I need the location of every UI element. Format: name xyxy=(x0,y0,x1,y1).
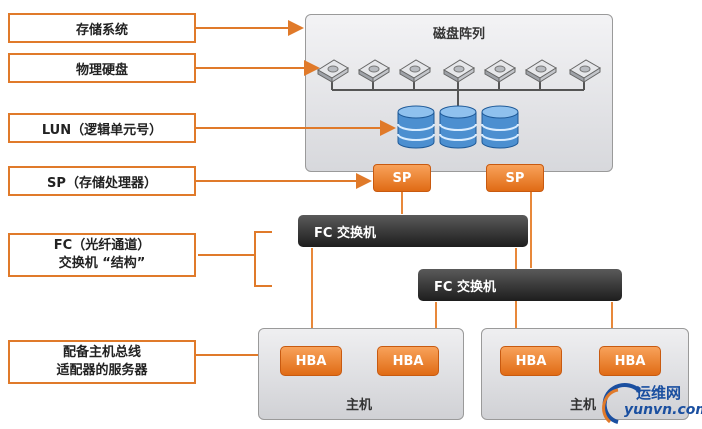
watermark-url: yunvn.com xyxy=(624,402,702,418)
label-text: 配备主机总线 xyxy=(62,345,141,360)
label-sp: SP（存储处理器） xyxy=(8,166,196,196)
label-fc-fabric: FC（光纤通道） 交换机 “结构” xyxy=(8,233,196,277)
fc-switch: FC 交换机 xyxy=(298,215,528,247)
hard-disk-icon xyxy=(484,59,516,83)
label-text: 适配器的服务器 xyxy=(56,363,148,378)
fc-switch: FC 交换机 xyxy=(418,269,622,301)
label-text: LUN（逻辑单元号） xyxy=(41,122,163,138)
label-storage-system: 存储系统 xyxy=(8,13,196,43)
hard-disk-icon xyxy=(569,59,601,83)
label-text: SP（存储处理器） xyxy=(47,175,157,191)
label-hba-servers: 配备主机总线 适配器的服务器 xyxy=(8,340,196,384)
watermark-logo-icon xyxy=(602,383,642,424)
hba-card: HBA xyxy=(377,346,439,376)
host-label: 主机 xyxy=(346,398,373,413)
label-text: FC（光纤通道） xyxy=(53,238,151,253)
hard-disk-icon xyxy=(358,59,390,83)
hard-disk-icon xyxy=(525,59,557,83)
hba-card: HBA xyxy=(500,346,562,376)
label-text: 物理硬盘 xyxy=(75,62,128,78)
label-physical-disk: 物理硬盘 xyxy=(8,53,196,83)
disk-array-title: 磁盘阵列 xyxy=(432,27,485,42)
lun-cylinder-icon xyxy=(439,105,477,149)
hba-card: HBA xyxy=(599,346,661,376)
sp-unit: SP xyxy=(486,164,544,192)
host-label: 主机 xyxy=(570,398,597,413)
lun-cylinder-icon xyxy=(397,105,435,149)
watermark-text: 运维网 xyxy=(636,384,682,402)
hard-disk-icon xyxy=(443,59,475,83)
hard-disk-icon xyxy=(317,59,349,83)
fc-bracket xyxy=(254,231,272,287)
lun-cylinder-icon xyxy=(481,105,519,149)
sp-unit: SP xyxy=(373,164,431,192)
label-text: 交换机 “结构” xyxy=(58,256,146,271)
hba-card: HBA xyxy=(280,346,342,376)
label-lun: LUN（逻辑单元号） xyxy=(8,113,196,143)
hard-disk-icon xyxy=(399,59,431,83)
label-text: 存储系统 xyxy=(75,22,128,38)
